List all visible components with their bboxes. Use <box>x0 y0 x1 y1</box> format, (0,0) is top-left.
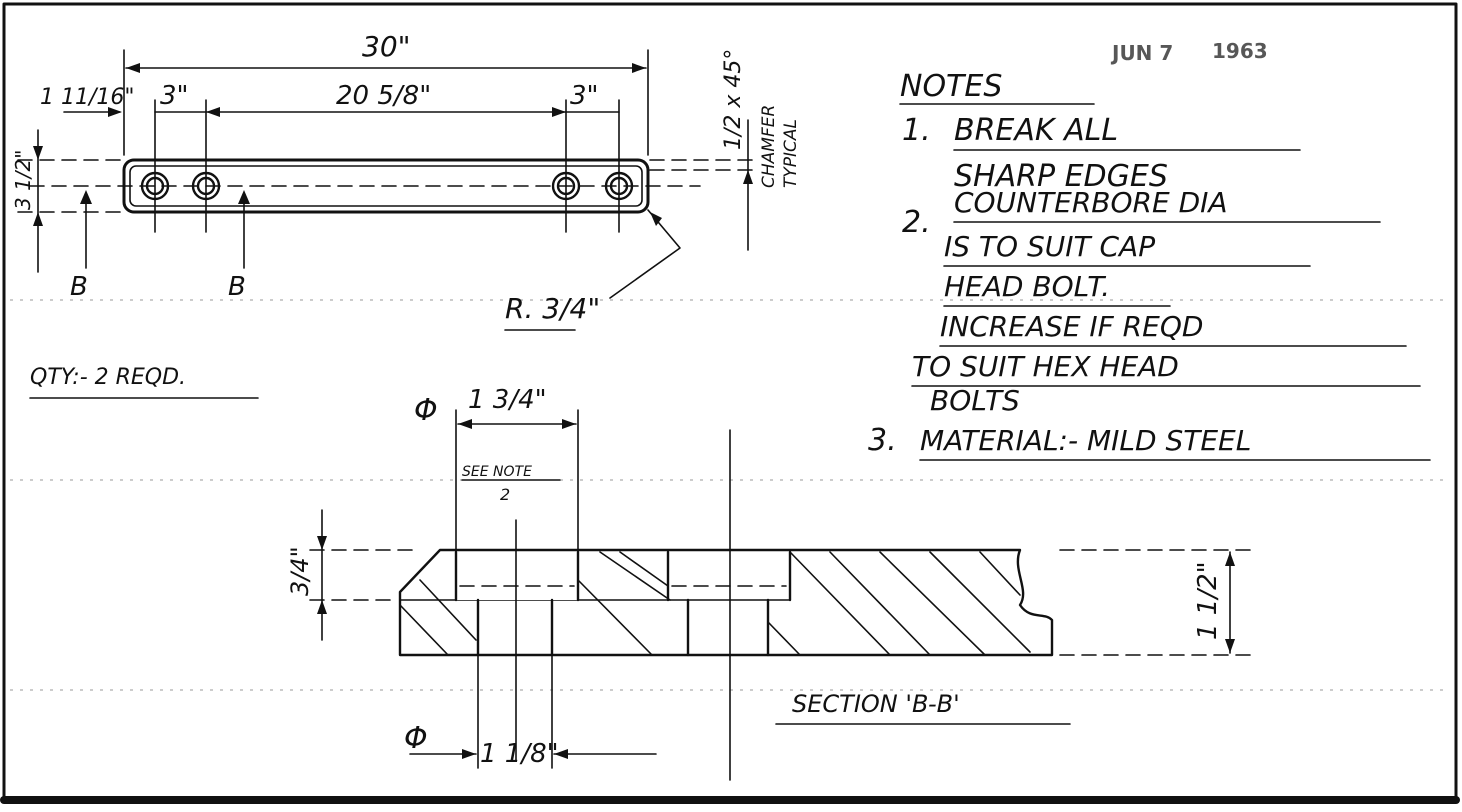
note-3-num: 3. <box>868 423 897 458</box>
hole-right-1 <box>551 99 581 233</box>
dim-between-label: 20 5/8" <box>336 81 431 111</box>
note-2-line-2: IS TO SUIT CAP <box>944 230 1155 263</box>
hole-dim-label: 1 1/8" <box>480 739 559 769</box>
arrow-overall-right <box>632 63 646 73</box>
notes-title: NOTES <box>900 69 1002 104</box>
depth-dim-label: 3/4" <box>286 546 314 596</box>
cb-dim-label: 1 3/4" <box>468 385 547 415</box>
note-2-num: 2. <box>902 205 931 240</box>
note-2-line-6: BOLTS <box>930 384 1020 417</box>
note-2-line-5: TO SUIT HEX HEAD <box>912 350 1179 383</box>
section-title: SECTION 'B-B' <box>792 690 960 718</box>
stamp-text-2: 1963 <box>1212 39 1268 63</box>
hole-left-1 <box>140 99 170 233</box>
chamfer-label-2: TYPICAL <box>781 119 801 188</box>
section-outline <box>398 548 1054 657</box>
dim-left-edge-label: 1 11/16" <box>40 85 135 110</box>
stamp-text-1: JUN 7 <box>1110 41 1173 65</box>
dim-overall-label: 30" <box>362 30 411 63</box>
dim-thickness-label: 3 1/2" <box>11 150 35 210</box>
hole-left-2 <box>191 99 221 233</box>
note-1-num: 1. <box>902 113 931 148</box>
notes-block: NOTES 1. BREAK ALL SHARP EDGES 2. COUNTE… <box>868 69 1431 461</box>
section-hatching <box>399 551 1031 656</box>
date-stamp: JUN 7 1963 <box>1110 39 1268 65</box>
radius-leader <box>609 209 681 299</box>
note-1-line-1: BREAK ALL <box>954 113 1118 148</box>
notes-underlines <box>911 149 1431 461</box>
note-2-line-4: INCREASE IF REQD <box>940 310 1203 343</box>
dim-right-spacing-label: 3" <box>570 81 599 111</box>
see-note-1: SEE NOTE <box>462 464 532 480</box>
hole-right-2 <box>604 99 634 233</box>
quantity-note: QTY:- 2 REQD. <box>30 365 186 390</box>
total-dim-label: 1 1/2" <box>1193 561 1223 640</box>
hole-diameter-symbol: Φ <box>404 721 428 756</box>
cb-diameter-symbol: Φ <box>414 393 438 428</box>
section-mark-right: B <box>228 272 246 302</box>
chamfer-note: 1/2 x 45° <box>721 49 746 150</box>
note-1-line-2: SHARP EDGES <box>954 159 1168 194</box>
section-mark-left: B <box>70 272 88 302</box>
plan-view: 30" 3" 20 5/8" 3" 1 11/16" 3 1/2" B B <box>11 30 801 331</box>
dim-left-spacing-label: 3" <box>160 81 189 111</box>
see-note-2: 2 <box>500 485 510 504</box>
note-2-line-3: HEAD BOLT. <box>944 270 1110 303</box>
note-3-line-1: MATERIAL:- MILD STEEL <box>920 424 1251 457</box>
note-2-line-1: COUNTERBORE DIA <box>954 186 1228 219</box>
section-view: Φ 1 3/4" SEE NOTE 2 <box>286 385 1255 781</box>
chamfer-label-1: CHAMFER <box>759 105 779 188</box>
arrow-overall-left <box>126 63 140 73</box>
radius-note: R. 3/4" <box>505 292 600 325</box>
